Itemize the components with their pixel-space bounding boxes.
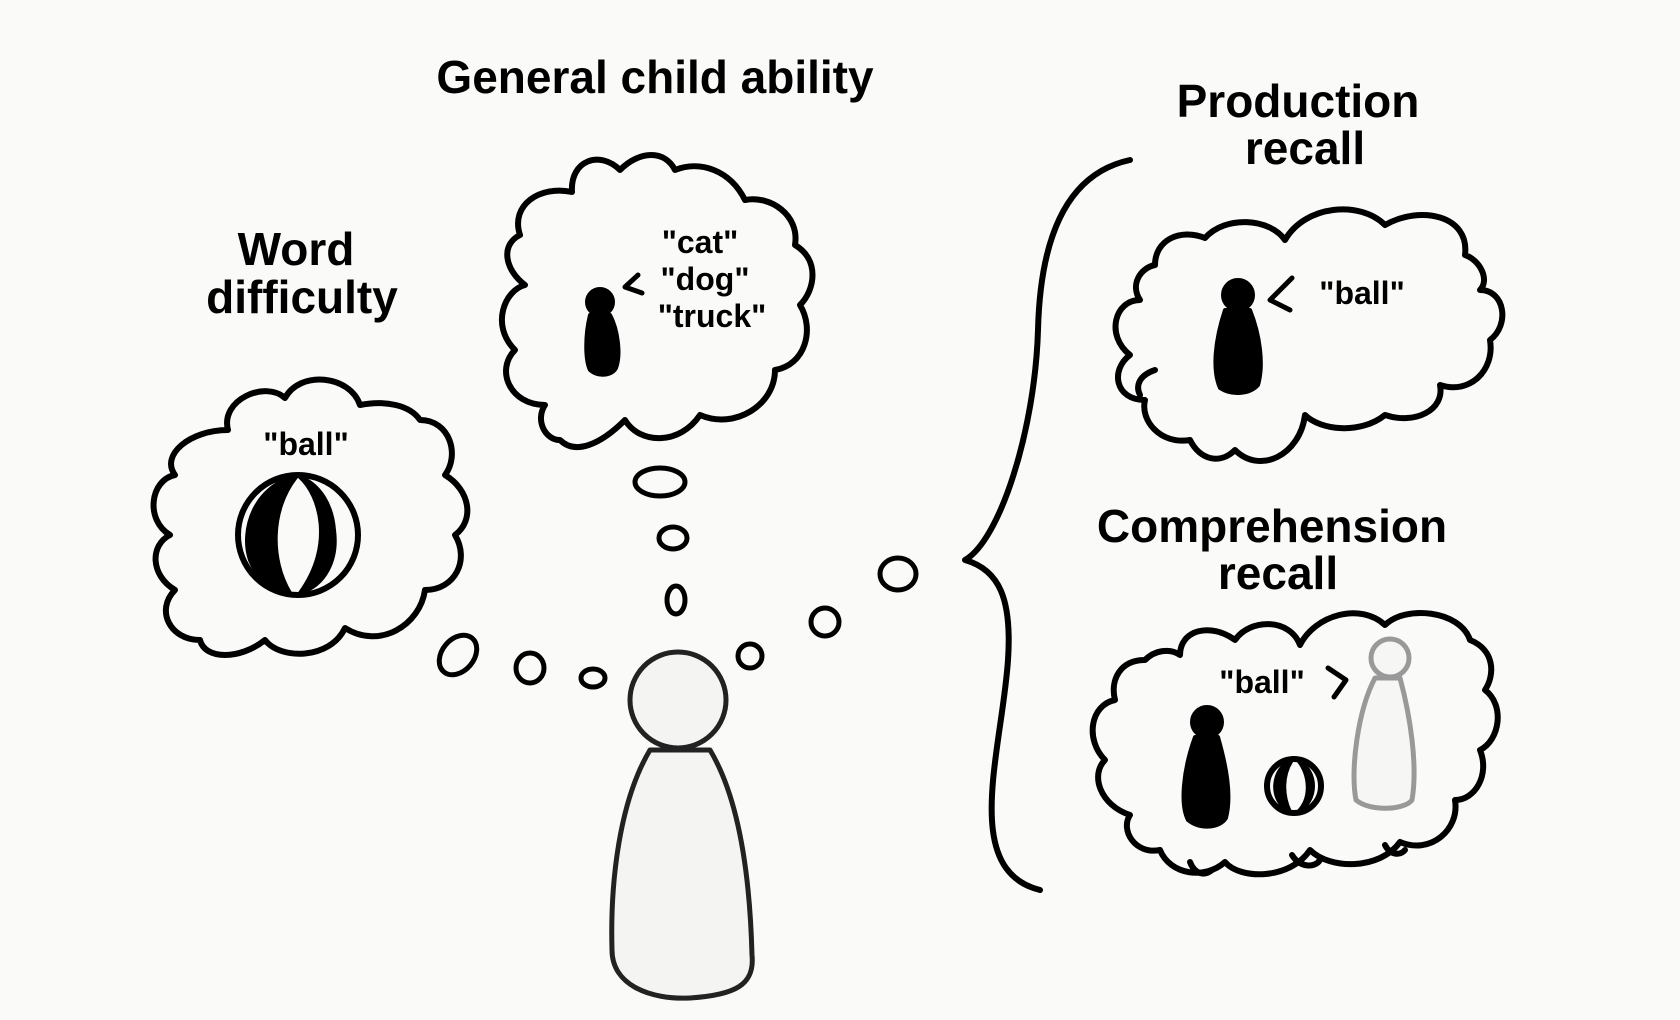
- thought-trail-left: [436, 632, 608, 690]
- child-body: [584, 313, 621, 377]
- thought-dot: [436, 632, 480, 678]
- thought-dot: [632, 465, 688, 499]
- thought-dot: [513, 650, 547, 686]
- cloud-outline: [1089, 610, 1501, 878]
- cloud-inner-curl: [1382, 842, 1408, 857]
- cloud-outline: [498, 152, 816, 451]
- general-ability-heading: General child ability: [436, 51, 874, 103]
- child-head: [1368, 636, 1412, 680]
- truck-word-label: "truck": [658, 298, 767, 334]
- thought-dot: [808, 605, 842, 639]
- ball-stripe-left: [245, 475, 298, 595]
- thought-dot: [735, 641, 765, 671]
- child-body: [609, 747, 755, 1001]
- production-heading-line2: recall: [1245, 122, 1365, 174]
- cloud-outline: [1112, 206, 1506, 464]
- comprehension-heading-line2: recall: [1218, 547, 1338, 599]
- thought-dot: [656, 524, 690, 552]
- speech-mark: [1325, 665, 1349, 700]
- thought-dot: [578, 666, 608, 690]
- child-icon-speaker: [1351, 636, 1417, 811]
- thought-dot: [664, 583, 688, 617]
- production-cloud: "ball": [1112, 206, 1506, 464]
- ball-word-label: "ball": [1219, 664, 1304, 700]
- ball-outline: [235, 472, 361, 598]
- grouping-brace: [962, 157, 1133, 893]
- ball-icon: [235, 472, 361, 598]
- child-head: [585, 287, 615, 317]
- ball-stripe-right: [1296, 758, 1315, 814]
- cat-word-label: "cat": [662, 224, 739, 260]
- child-head: [1190, 705, 1224, 739]
- child-body: [1351, 675, 1417, 811]
- child-icon-producer: [1213, 278, 1263, 395]
- ball-word-label: "ball": [1319, 275, 1404, 311]
- word-difficulty-heading-line2: difficulty: [206, 271, 398, 323]
- cloud-inner-curl: [1187, 859, 1215, 877]
- thought-trail-up: [632, 465, 690, 617]
- child-head: [627, 649, 729, 751]
- ball-word-label: "ball": [263, 426, 348, 462]
- ball-outline: [1264, 756, 1324, 816]
- comprehension-heading-line1: Comprehension: [1097, 500, 1447, 552]
- production-heading-line1: Production: [1177, 75, 1420, 127]
- child-body: [1181, 735, 1231, 829]
- cloud-outline: [150, 376, 471, 658]
- word-difficulty-cloud: "ball": [150, 376, 471, 658]
- dog-word-label: "dog": [661, 261, 750, 297]
- cloud-inner-curl: [1135, 367, 1158, 398]
- speech-mark: [1267, 275, 1295, 313]
- ball-stripe-right: [298, 475, 337, 595]
- general-ability-cloud: "cat" "dog" "truck": [498, 152, 816, 451]
- child-head: [1221, 278, 1255, 312]
- word-difficulty-heading-line1: Word: [238, 223, 355, 275]
- ball-icon-small: [1264, 756, 1324, 816]
- cloud-inner-curl: [1289, 852, 1323, 869]
- child-icon-small: [584, 287, 621, 377]
- ball-stripe-left: [1273, 758, 1294, 814]
- thought-dot: [877, 555, 919, 593]
- child-body: [1213, 308, 1263, 395]
- child-figure-large: [609, 649, 755, 1001]
- thought-trail-right: [735, 555, 919, 671]
- comprehension-cloud: "ball": [1089, 610, 1501, 878]
- child-icon-listener: [1181, 705, 1231, 829]
- speech-mark: [622, 272, 645, 296]
